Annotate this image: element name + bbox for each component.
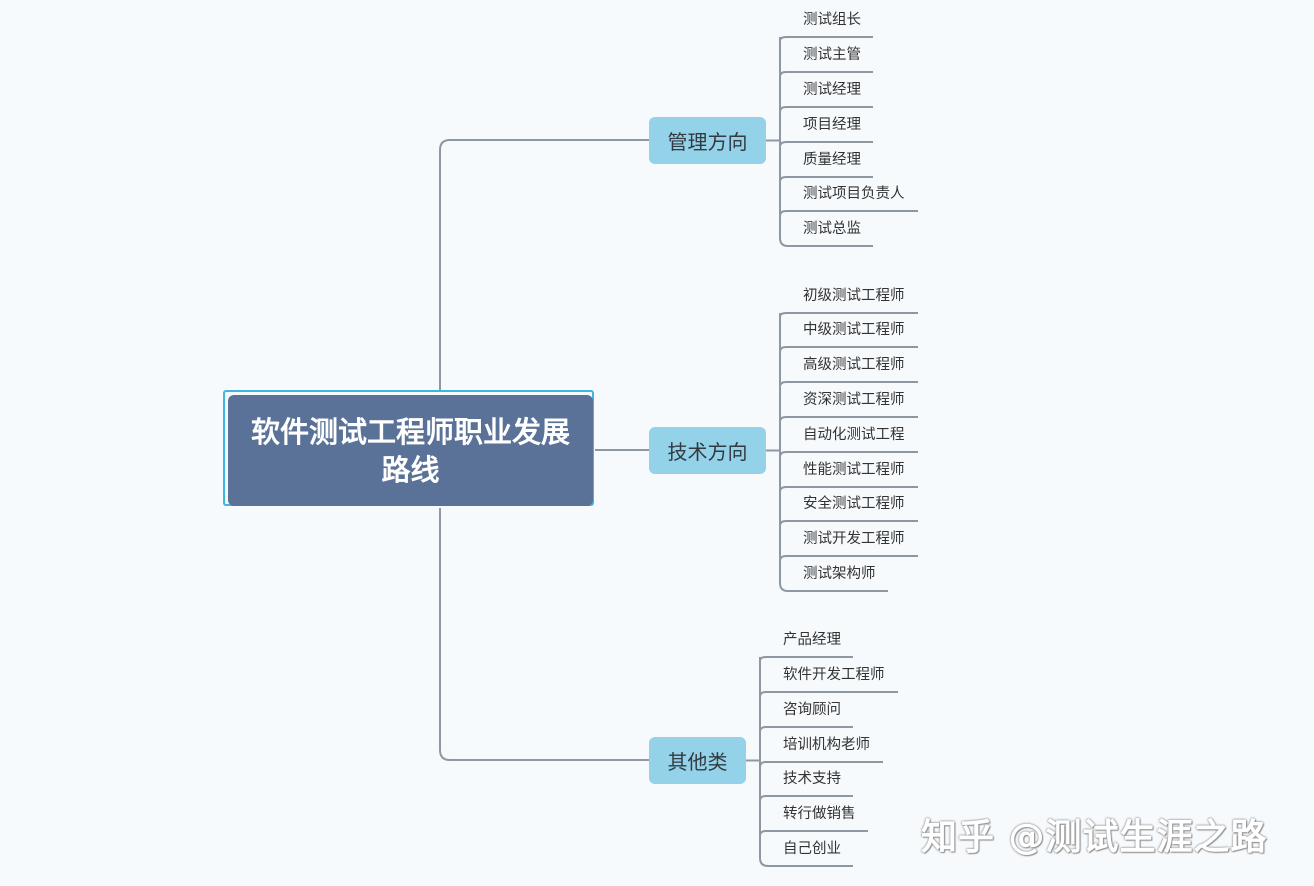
connector-root-to-other bbox=[439, 508, 649, 761]
leaf-management-1[interactable]: 测试主管 bbox=[803, 47, 861, 63]
leaf-technical-0[interactable]: 初级测试工程师 bbox=[803, 288, 905, 304]
leaf-technical-3[interactable]: 资深测试工程师 bbox=[803, 392, 905, 408]
branch-node-management[interactable]: 管理方向 bbox=[649, 117, 766, 164]
leaf-underline-management-6 bbox=[779, 237, 873, 247]
leaf-underline-technical-3 bbox=[779, 416, 918, 423]
branch-node-technical[interactable]: 技术方向 bbox=[649, 427, 766, 474]
leaf-management-2[interactable]: 测试经理 bbox=[803, 82, 861, 98]
leaf-other-1[interactable]: 软件开发工程师 bbox=[783, 667, 885, 683]
leaf-management-0[interactable]: 测试组长 bbox=[803, 12, 861, 28]
leaf-underline-other-6 bbox=[759, 857, 853, 867]
leaf-other-2[interactable]: 咨询顾问 bbox=[783, 702, 841, 718]
leaf-technical-4[interactable]: 自动化测试工程 bbox=[803, 427, 905, 443]
leaf-technical-5[interactable]: 性能测试工程师 bbox=[803, 462, 905, 478]
connector-root-to-management bbox=[439, 139, 649, 393]
watermark: 知乎 @测试生涯之路 bbox=[921, 817, 1268, 858]
leaf-underline-management-2 bbox=[779, 106, 873, 113]
leaf-underline-other-5 bbox=[759, 830, 868, 837]
leaf-management-4[interactable]: 质量经理 bbox=[803, 152, 861, 168]
leaf-technical-2[interactable]: 高级测试工程师 bbox=[803, 357, 905, 373]
leaf-underline-management-0 bbox=[779, 36, 873, 42]
leaf-underline-other-3 bbox=[759, 761, 883, 768]
leaf-underline-management-3 bbox=[779, 141, 873, 148]
leaf-underline-technical-5 bbox=[779, 486, 918, 493]
leaf-underline-other-0 bbox=[759, 656, 853, 662]
root-title: 软件测试工程师职业发展路线 bbox=[250, 414, 570, 487]
leaf-underline-technical-0 bbox=[779, 312, 918, 318]
leaf-underline-technical-2 bbox=[779, 381, 918, 388]
leaf-underline-technical-7 bbox=[779, 555, 918, 562]
leaf-underline-other-4 bbox=[759, 795, 853, 802]
root-node[interactable]: 软件测试工程师职业发展路线 bbox=[228, 395, 593, 506]
leaf-management-6[interactable]: 测试总监 bbox=[803, 221, 861, 237]
leaf-underline-management-5 bbox=[779, 210, 918, 217]
leaf-other-0[interactable]: 产品经理 bbox=[783, 632, 841, 648]
leaf-underline-other-1 bbox=[759, 691, 898, 698]
leaf-other-6[interactable]: 自己创业 bbox=[783, 841, 841, 857]
leaf-technical-7[interactable]: 测试开发工程师 bbox=[803, 531, 905, 547]
leaf-other-3[interactable]: 培训机构老师 bbox=[783, 737, 870, 753]
leaf-other-5[interactable]: 转行做销售 bbox=[783, 806, 856, 822]
leaf-management-3[interactable]: 项目经理 bbox=[803, 117, 861, 133]
leaf-technical-6[interactable]: 安全测试工程师 bbox=[803, 496, 905, 512]
leaf-underline-technical-6 bbox=[779, 520, 918, 527]
branch-node-other[interactable]: 其他类 bbox=[649, 737, 746, 784]
leaf-underline-technical-4 bbox=[779, 451, 918, 458]
leaf-underline-management-1 bbox=[779, 71, 873, 78]
leaf-underline-other-2 bbox=[759, 726, 853, 733]
leaf-technical-8[interactable]: 测试架构师 bbox=[803, 566, 876, 582]
leaf-other-4[interactable]: 技术支持 bbox=[783, 771, 841, 787]
leaf-management-5[interactable]: 测试项目负责人 bbox=[803, 186, 905, 202]
leaf-underline-technical-8 bbox=[779, 582, 888, 592]
leaf-technical-1[interactable]: 中级测试工程师 bbox=[803, 322, 905, 338]
leaf-underline-management-4 bbox=[779, 176, 873, 183]
leaf-underline-technical-1 bbox=[779, 346, 918, 353]
